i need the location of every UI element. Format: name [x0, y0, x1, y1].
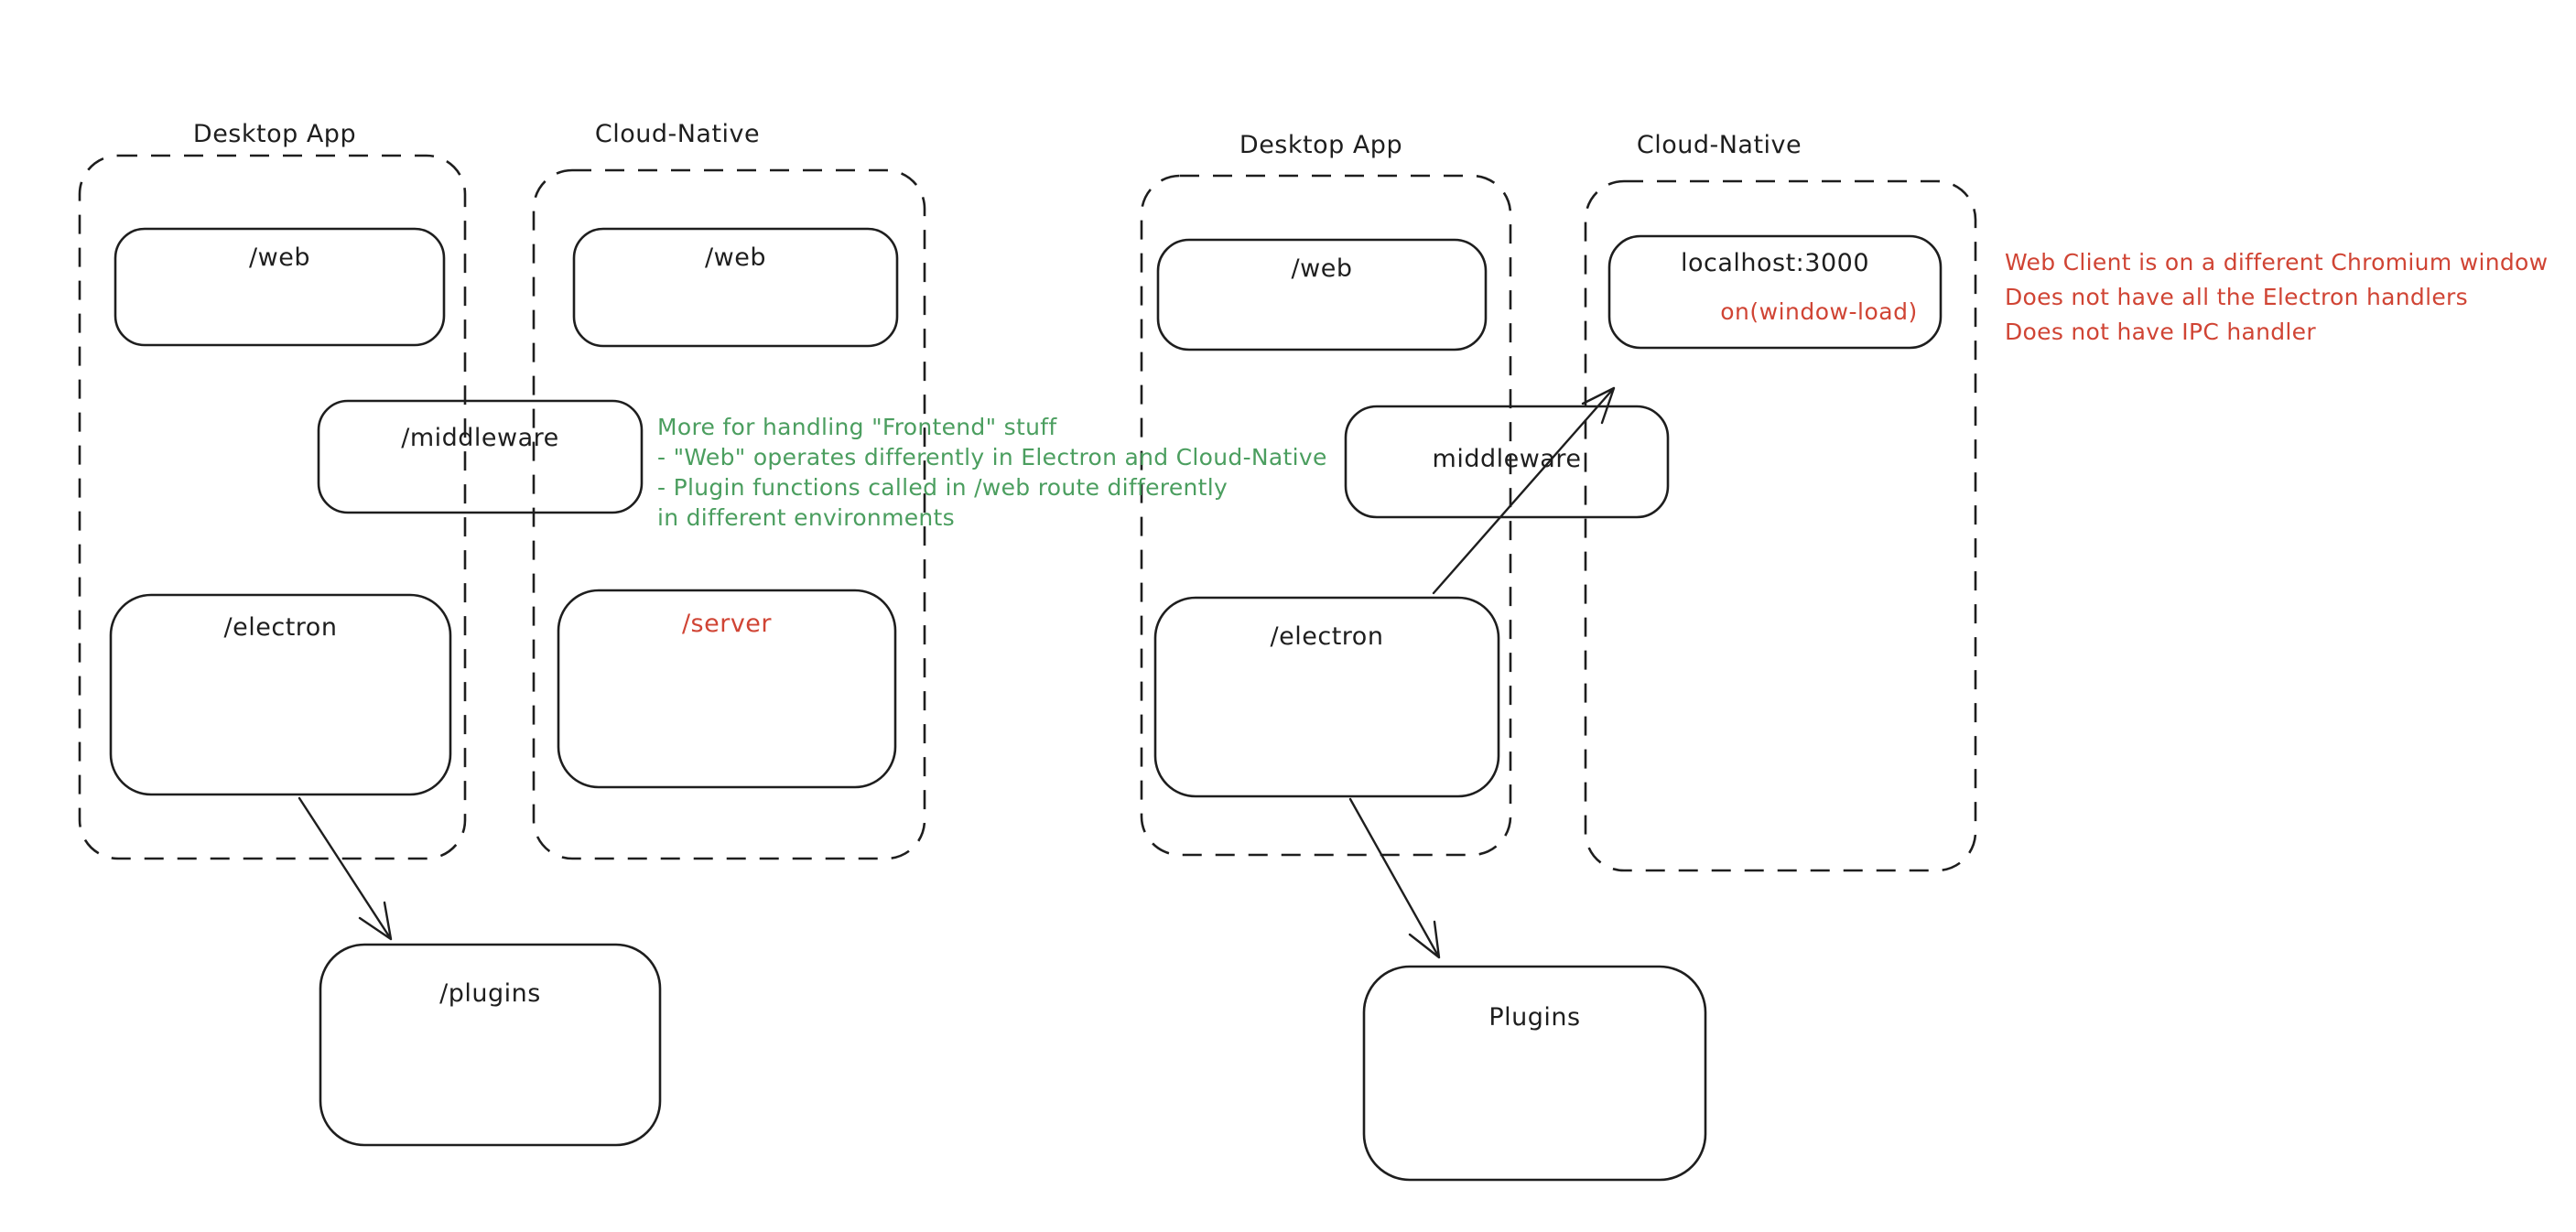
- left-cloud-native-label: Cloud-Native: [594, 120, 761, 148]
- right-electron-box: [1153, 596, 1500, 798]
- right-arrow-electron-to-localhost: [1432, 386, 1616, 595]
- right-plugins-box: [1362, 965, 1707, 1182]
- left-arrow-electron-to-plugins: [298, 796, 393, 941]
- left-plugins-label: /plugins: [439, 979, 541, 1008]
- right-web-label: /web: [1291, 254, 1353, 283]
- left-web-cloud-box: [572, 227, 899, 348]
- red-note-line-2: Does not have all the Electron handlers: [2005, 284, 2468, 310]
- left-web-cloud-label: /web: [705, 243, 766, 272]
- right-web-box: [1156, 238, 1488, 351]
- green-note-line-3: - Plugin functions called in /web route …: [657, 474, 1228, 501]
- left-server-label: /server: [681, 610, 773, 638]
- left-electron-box: [109, 593, 452, 796]
- right-localhost-label: localhost:3000: [1680, 249, 1869, 277]
- left-electron-label: /electron: [223, 613, 338, 642]
- green-annotation-note: More for handling "Frontend" stuff - "We…: [657, 412, 1327, 533]
- red-note-line-3: Does not have IPC handler: [2005, 319, 2316, 345]
- right-cloud-native-label: Cloud-Native: [1636, 131, 1802, 159]
- green-note-line-2: - "Web" operates differently in Electron…: [657, 444, 1327, 470]
- right-middleware-label: middleware: [1432, 445, 1582, 473]
- left-middleware-label: /middleware: [401, 424, 559, 452]
- green-note-line-4: in different environments: [657, 504, 955, 531]
- left-middleware-box: [317, 399, 644, 514]
- left-web-desktop-label: /web: [249, 243, 310, 272]
- left-cloud-native-container: [532, 168, 926, 860]
- left-web-desktop-box: [114, 227, 446, 347]
- left-plugins-box: [319, 943, 662, 1147]
- right-cloud-native-container: [1584, 179, 1977, 872]
- green-note-line-1: More for handling "Frontend" stuff: [657, 414, 1057, 440]
- right-middleware-box: [1344, 405, 1670, 519]
- left-desktop-app-label: Desktop App: [192, 120, 357, 148]
- right-electron-label: /electron: [1270, 622, 1384, 651]
- right-plugins-label: Plugins: [1488, 1003, 1581, 1032]
- left-server-box: [557, 589, 897, 789]
- right-arrow-electron-to-plugins: [1348, 797, 1441, 959]
- right-localhost-box: [1607, 234, 1943, 350]
- right-desktop-app-label: Desktop App: [1239, 131, 1403, 159]
- right-desktop-app-container: [1140, 174, 1512, 857]
- red-annotation-note: Web Client is on a different Chromium wi…: [2005, 245, 2548, 350]
- right-window-load-label: on(window-load): [1720, 298, 1918, 325]
- red-note-line-1: Web Client is on a different Chromium wi…: [2005, 249, 2549, 276]
